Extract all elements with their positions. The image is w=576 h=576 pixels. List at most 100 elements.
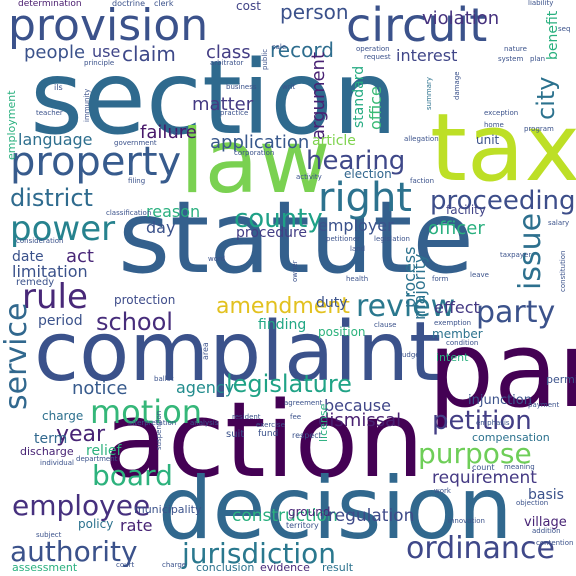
- word-act: act: [66, 246, 94, 267]
- word-people: people: [24, 42, 86, 63]
- word-dismissal: dismissal: [318, 410, 402, 431]
- word-term: term: [34, 431, 68, 447]
- word-condition: condition: [446, 339, 479, 347]
- word-ordinance: ordinance: [406, 531, 555, 566]
- word-consideration: consideration: [16, 237, 64, 245]
- word-respect: respect: [292, 431, 322, 440]
- word-agency: agency: [176, 378, 235, 397]
- word-construction: construction: [232, 506, 338, 526]
- word-meaning: meaning: [504, 463, 535, 471]
- word-ballot: ballot: [154, 375, 174, 383]
- word-employer: employer: [318, 216, 394, 235]
- word-evidence: evidence: [260, 561, 310, 574]
- word-decision: decision: [158, 459, 513, 559]
- word-request: request: [364, 53, 391, 61]
- word-authority: authority: [10, 535, 138, 568]
- word-agreement: agreement: [284, 399, 323, 407]
- word-subject: subject: [36, 531, 62, 539]
- word-contention: contention: [536, 539, 574, 547]
- word-officer: officer: [428, 218, 485, 239]
- word-conclusion: conclusion: [196, 561, 255, 574]
- word-taxpayer: taxpayer: [500, 251, 532, 259]
- word-rule: rule: [22, 277, 88, 317]
- word-property: property: [10, 139, 182, 185]
- word-petitioner: petitioner: [326, 235, 361, 243]
- word-section: section: [30, 39, 398, 158]
- word-jurisdiction: jurisdiction: [182, 537, 336, 570]
- word-exception: exception: [484, 109, 519, 117]
- word-relief: relief: [86, 443, 122, 459]
- word-action: action: [104, 379, 425, 501]
- word-tax: tax: [430, 94, 576, 203]
- word-city: city: [532, 76, 560, 120]
- word-resident: resident: [232, 413, 261, 421]
- word-proceeding: proceeding: [430, 186, 576, 216]
- word-hearing: hearing: [306, 146, 406, 176]
- word-nature: nature: [504, 45, 527, 53]
- word-par: par: [428, 309, 576, 431]
- word-standard: standard: [351, 65, 367, 128]
- word-injunction: injunction: [468, 393, 532, 408]
- word-exercise: exercise: [256, 421, 285, 429]
- word-class: class: [206, 42, 251, 63]
- word-matter: matter: [192, 94, 254, 115]
- word-petition: petition: [432, 406, 532, 436]
- word-payment: payment: [528, 401, 560, 409]
- word-operation: operation: [356, 45, 390, 53]
- word-rate: rate: [120, 516, 153, 535]
- word-cost: cost: [236, 0, 261, 13]
- word-emphasis: emphasis: [476, 419, 510, 427]
- word-effect: effect: [434, 298, 480, 317]
- word-ground: ground: [288, 505, 331, 519]
- word-limitation: limitation: [12, 262, 88, 281]
- word-basis: basis: [528, 487, 564, 503]
- word-school: school: [96, 308, 173, 336]
- word-application: application: [210, 132, 310, 153]
- word-period: period: [38, 313, 83, 329]
- word-judge: judge: [400, 351, 420, 359]
- word-fee: fee: [290, 413, 302, 421]
- word-corporation: corporation: [234, 149, 275, 157]
- word-principle: principle: [84, 59, 115, 67]
- word-law: law: [180, 110, 331, 213]
- word-ils: ils: [54, 83, 63, 92]
- word-clerk: clerk: [154, 0, 174, 8]
- word-because: because: [324, 396, 391, 415]
- word-practice: practice: [220, 109, 249, 117]
- word-remedy: remedy: [16, 277, 55, 288]
- word-government: government: [114, 139, 157, 147]
- word-suspension: suspension: [155, 410, 163, 450]
- word-provision: provision: [8, 0, 209, 51]
- word-liability: liability: [528, 0, 554, 7]
- word-employee: employee: [12, 489, 151, 522]
- word-rel: rel: [170, 129, 179, 137]
- word-county: county: [234, 204, 323, 234]
- word-party: party: [476, 295, 556, 330]
- word-health: health: [346, 275, 369, 283]
- word-charge: charge: [42, 409, 84, 423]
- word-use: use: [92, 42, 121, 61]
- word-plan: plan: [530, 55, 546, 63]
- word-procedure: procedure: [236, 225, 308, 241]
- word-doctrine: doctrine: [112, 0, 146, 8]
- word-assessment: assessment: [12, 561, 78, 574]
- word-court: court: [116, 561, 135, 569]
- word-leave: leave: [470, 271, 489, 279]
- word-year: year: [56, 422, 106, 447]
- word-discharge: discharge: [20, 445, 74, 458]
- word-classification: classification: [106, 209, 152, 217]
- word-exemption: exemption: [434, 319, 472, 327]
- word-violation: violation: [422, 8, 500, 29]
- word-notice: notice: [72, 378, 128, 399]
- word-record: record: [270, 38, 334, 62]
- word-home: home: [484, 121, 504, 129]
- word-writ: writ: [282, 83, 296, 91]
- word-legislation: legislation: [374, 235, 410, 243]
- word-municipality: municipality: [134, 503, 202, 516]
- word-person: person: [280, 0, 349, 24]
- word-form: form: [432, 275, 449, 283]
- word-program: program: [524, 125, 554, 133]
- word-complaint: complaint: [34, 305, 442, 400]
- word-allegation: allegation: [404, 135, 439, 143]
